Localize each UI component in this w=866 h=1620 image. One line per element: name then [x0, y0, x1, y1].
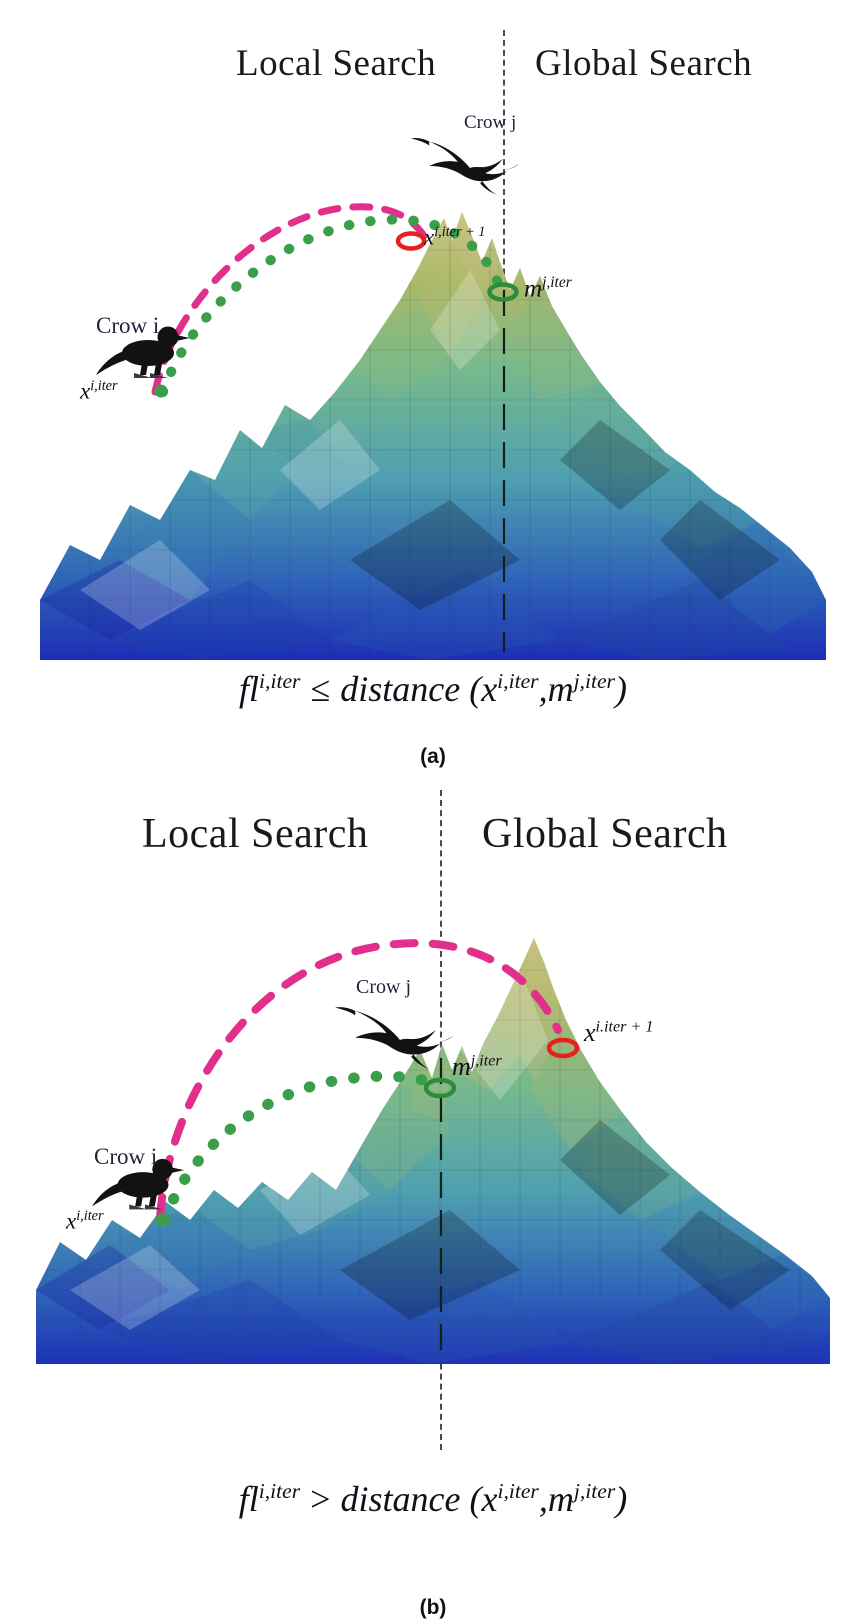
- panel-b-formula-close-paren: ): [615, 1479, 628, 1519]
- panel-b-start-label-base: x: [66, 1208, 77, 1234]
- panel-b-start-label-sup: i,iter: [76, 1208, 104, 1224]
- panel-b-awareness-path: [156, 939, 562, 1222]
- panel-b-formula-arg1-sup: i,iter: [497, 1479, 539, 1503]
- panel-a-new-position-label-base: x: [424, 224, 435, 250]
- panel-a-memory-label-sup: j,iter: [542, 274, 572, 291]
- panel-b-local-search-header: Local Search: [142, 811, 369, 857]
- panel-a-crow-j-icon: [410, 138, 519, 195]
- panel-b-memory-label: mj,iter: [452, 1052, 502, 1082]
- panel-a-start-label: xi,iter: [80, 378, 118, 405]
- panel-a-new-position-label: xi,iter + 1: [424, 224, 485, 251]
- panel-b-scene: [36, 938, 830, 1364]
- panel-a-awareness-path: [151, 203, 428, 396]
- panel-a-crow-i-label: Crow i: [96, 313, 160, 338]
- panel-b-memory-marker: [423, 1077, 457, 1099]
- panel-b-crow-i-label: Crow i: [94, 1144, 158, 1169]
- panel-a-formula-arg2-sup: j,iter: [573, 669, 615, 693]
- panel-a-scene: [40, 138, 826, 660]
- panel-b-formula-arg1-base: x: [481, 1479, 498, 1519]
- panel-b-memory-label-sup: j,iter: [470, 1052, 502, 1070]
- panel-b-crow-j-label: Crow j: [356, 976, 411, 998]
- panel-b-new-position-label-sup: i.iter + 1: [595, 1018, 654, 1036]
- panel-a-pursuit-path: [158, 214, 505, 397]
- panel-b-formula-operator: >: [310, 1479, 331, 1519]
- panel-a-global-search-header: Global Search: [535, 43, 753, 84]
- panel-b-memory-label-base: m: [452, 1052, 471, 1081]
- panel-a-memory-label-base: m: [524, 275, 543, 303]
- panel-b-start-marker: [155, 1213, 169, 1227]
- panel-a-formula: fli,iter≤distance (xi,iter,mj,iter): [0, 668, 866, 710]
- panel-b-new-position-label: xi.iter + 1: [584, 1018, 653, 1048]
- panel-a-formula-open-paren: (: [460, 669, 482, 709]
- panel-b-crow-i-icon: [92, 1158, 185, 1210]
- panel-b-formula-arg2-base: m: [547, 1479, 574, 1519]
- panel-a-tag: (a): [420, 745, 446, 768]
- panel-a-local-search-header: Local Search: [236, 43, 437, 84]
- panel-a-crow-i-icon: [96, 326, 190, 378]
- panel-b-formula-lhs-base: fl: [238, 1479, 259, 1519]
- panel-a-crow-j-label: Crow j: [464, 112, 517, 133]
- panel-b-new-position-marker: [546, 1037, 580, 1059]
- panel-a-memory-label: mj,iter: [524, 274, 572, 303]
- panel-b: Local Search Global Search: [0, 790, 866, 1619]
- panel-b-formula-lhs-sup: i,iter: [258, 1479, 301, 1503]
- panel-b-formula-arg2-sup: j,iter: [573, 1479, 616, 1503]
- panel-b-formula-comma: ,: [538, 1479, 548, 1519]
- panel-b-crow-j-icon: [335, 1007, 454, 1070]
- panel-a-new-position-label-sup: i,iter + 1: [434, 224, 486, 240]
- panel-a-formula-operator: ≤: [310, 669, 331, 709]
- panel-a-formula-comma: ,: [538, 669, 548, 709]
- panel-a-formula-arg2-base: m: [547, 669, 574, 709]
- panel-b-formula-open-paren: (: [460, 1479, 482, 1519]
- panel-b-tag: (b): [419, 1596, 447, 1619]
- panel-a-memory-marker: [487, 282, 519, 302]
- panel-a-start-label-sup: i,iter: [90, 378, 118, 394]
- panel-a-formula-fn: distance: [340, 669, 461, 709]
- panel-b-formula: fli,iter>distance (xi,iter,mj,iter): [0, 1478, 866, 1520]
- panel-a-start-marker: [154, 384, 168, 398]
- panel-b-pursuit-path: [159, 1070, 446, 1226]
- panel-b-start-label: xi,iter: [66, 1208, 104, 1235]
- panel-a: Local Search Global Search: [0, 0, 866, 790]
- panel-b-formula-fn: distance: [340, 1479, 461, 1519]
- panel-a-formula-arg1-sup: i,iter: [497, 669, 539, 693]
- panel-a-start-label-base: x: [80, 378, 91, 404]
- panel-a-formula-close-paren: ): [614, 669, 627, 709]
- panel-a-new-position-marker: [395, 231, 427, 251]
- panel-b-global-search-header: Global Search: [482, 811, 728, 857]
- panel-a-formula-arg1-base: x: [481, 669, 498, 709]
- panel-b-new-position-label-base: x: [584, 1018, 596, 1047]
- panel-a-formula-lhs-base: fl: [239, 669, 260, 709]
- panel-a-terrain: [40, 212, 826, 660]
- panel-a-formula-lhs-sup: i,iter: [259, 669, 301, 693]
